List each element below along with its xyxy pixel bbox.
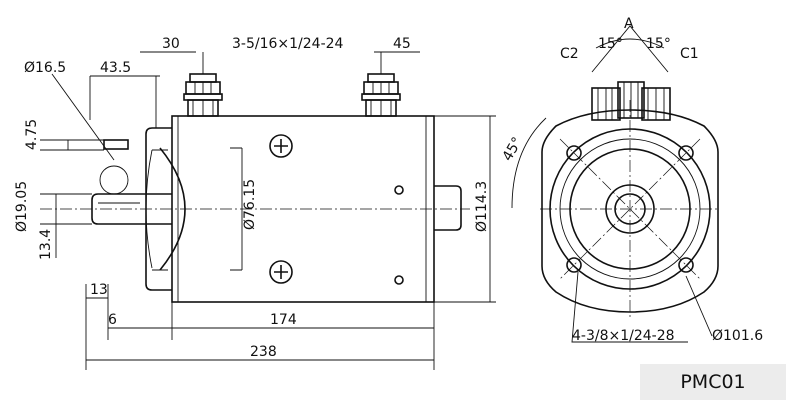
angle-arc-45: [511, 117, 547, 209]
dim-4-75: 4.75: [24, 119, 40, 150]
end-view: A C2 C1 15° 15° 45° 4-3/8×1/24-28 Ø101.6: [500, 16, 764, 344]
dim-terminal-thread: 3-5/16×1/24-24: [232, 36, 344, 52]
dim-dia-114-3: Ø114.3: [474, 181, 490, 232]
mount-hole-bl: [566, 257, 582, 273]
dim-76-lines: [230, 147, 243, 271]
dim-30: 30: [162, 36, 180, 52]
angle-arc-top: [595, 38, 665, 49]
dim-238: 238: [250, 344, 277, 360]
dim-dia-16-5: Ø16.5: [24, 60, 66, 76]
mount-hole-br: [678, 257, 694, 273]
screw-bottom-cross: [274, 265, 288, 279]
dim-lines-top: [140, 51, 420, 74]
angle-15-left: 15°: [598, 36, 623, 52]
leader-dia-16-5: [51, 73, 115, 161]
label-a: A: [624, 16, 634, 32]
end-centerlines: [540, 100, 720, 318]
rivet-upper: [394, 185, 404, 195]
dim-13: 13: [90, 282, 108, 298]
output-shaft: [98, 193, 172, 225]
dim-43-5-lines: [89, 75, 160, 128]
dim-mount-thread: 4-3/8×1/24-28: [572, 328, 675, 344]
dim-dia-19-05: Ø19.05: [14, 181, 30, 232]
dim-dia-101-6: Ø101.6: [712, 328, 763, 344]
angle-15-right: 15°: [646, 36, 671, 52]
dim-45: 45: [393, 36, 411, 52]
mount-hole-tr: [678, 145, 694, 161]
end-terminals: [591, 25, 671, 121]
dim-bottom-lines: [86, 297, 434, 361]
label-c2: C2: [560, 46, 579, 62]
mount-hole-tl: [566, 145, 582, 161]
end-housing-outline: [541, 109, 719, 313]
model-label: PMC01: [640, 364, 786, 400]
dim-43-5: 43.5: [100, 60, 131, 76]
terminal-right: [361, 73, 401, 117]
dim-174: 174: [270, 312, 297, 328]
terminal-left: [183, 73, 223, 117]
dim-bottom-extensions: [85, 284, 435, 370]
rear-boss: [434, 185, 462, 231]
leader-mount-thread: [571, 271, 688, 343]
dim-6: 6: [108, 312, 117, 328]
dim-left-verticals: [55, 140, 69, 258]
key-seat-circle: [99, 165, 129, 195]
dim-114-lines: [434, 115, 496, 303]
flange-steps: [152, 149, 168, 271]
side-view: 30 3-5/16×1/24-24 45 Ø16.5 43.5 Ø76.15 Ø…: [14, 36, 496, 370]
angle-45: 45°: [500, 134, 526, 164]
dim-left-lines: [40, 139, 104, 225]
screw-bottom: [269, 260, 293, 284]
leader-dia-101-6: [685, 275, 713, 337]
dim-13-4: 13.4: [38, 229, 54, 260]
screw-top: [269, 134, 293, 158]
rivet-lower: [394, 275, 404, 285]
screw-top-cross: [274, 139, 288, 153]
label-c1: C1: [680, 46, 699, 62]
shaft-key: [103, 139, 129, 150]
dim-dia-76-15: Ø76.15: [242, 179, 258, 230]
